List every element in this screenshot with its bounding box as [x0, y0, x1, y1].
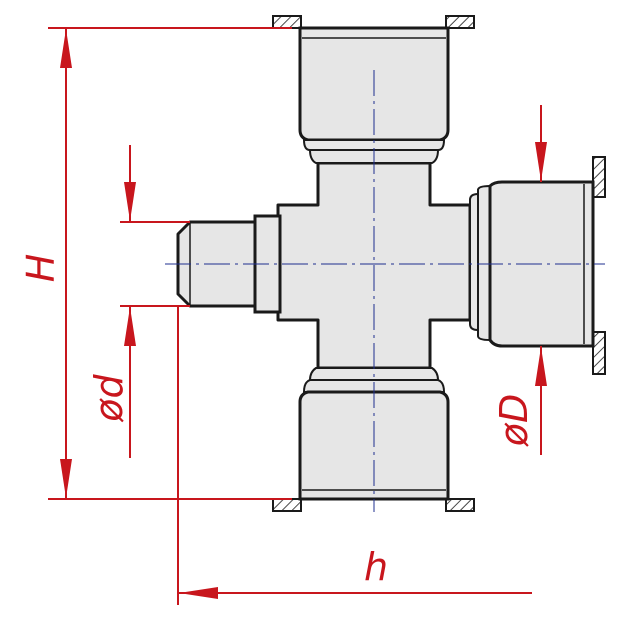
flange-right-bottom [592, 331, 606, 375]
label-d: ød [87, 373, 131, 422]
label-H: H [19, 254, 63, 283]
flange-bottom-left [272, 498, 302, 512]
label-h: h [364, 545, 388, 589]
centerlines [165, 70, 605, 512]
label-D: øD [492, 394, 536, 448]
flange-top-left [272, 15, 302, 29]
dimension-arrowheads [60, 29, 547, 599]
flange-bottom-right [445, 498, 475, 512]
flange-top-right [445, 15, 475, 29]
flange-plates [272, 15, 606, 512]
flange-right-top [592, 156, 606, 198]
